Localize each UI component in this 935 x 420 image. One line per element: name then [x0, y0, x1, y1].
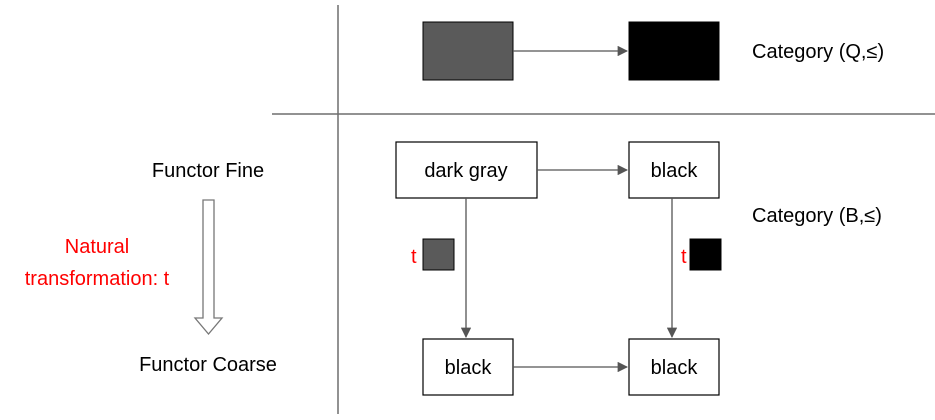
q-black-square [628, 21, 720, 81]
q-dark-gray-square [422, 21, 514, 81]
fine-black-box [628, 141, 720, 199]
coarse-right-label: black [651, 357, 699, 379]
category-b-label: Category (B,≤) [752, 205, 882, 227]
functor-coarse-label: Functor Coarse [139, 354, 277, 376]
coarse-right-black-box [628, 338, 720, 396]
functor-fine-label: Functor Fine [152, 160, 264, 182]
fine-dark-gray-box [395, 141, 538, 199]
left-component-swatch [422, 238, 455, 271]
fine-dark-gray-label: dark gray [424, 160, 507, 182]
natural-transformation-hollow-arrow [193, 199, 224, 336]
left-component-t: t [411, 246, 417, 268]
right-component-t: t [681, 246, 687, 268]
natural-transformation-line2: transformation: t [25, 268, 170, 290]
right-component-swatch [689, 238, 722, 271]
natural-transformation-line1: Natural [65, 236, 129, 258]
coarse-left-label: black [445, 357, 493, 379]
fine-black-label: black [651, 160, 699, 182]
coarse-left-black-box [422, 338, 514, 396]
category-q-label: Category (Q,≤) [752, 41, 884, 63]
